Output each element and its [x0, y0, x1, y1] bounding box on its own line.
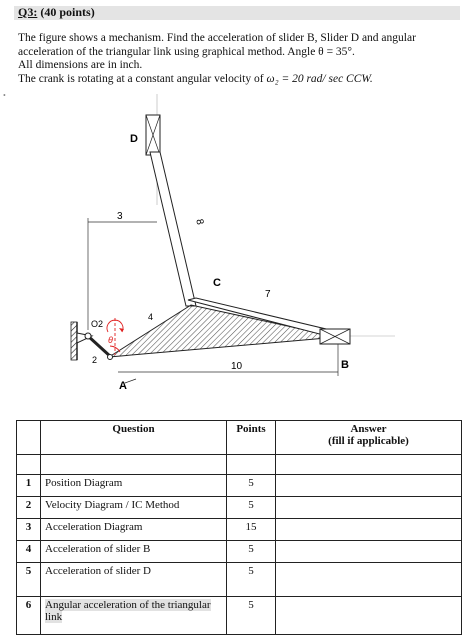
row-number: 6: [16, 596, 41, 635]
row-question: Angular acceleration of the triangular l…: [45, 599, 211, 623]
header-number-cell: [16, 420, 41, 455]
crank-o2a: [86, 334, 113, 359]
row-points: 5: [226, 562, 276, 597]
row-question: Velocity Diagram / IC Method: [40, 496, 227, 519]
triangular-link: [108, 304, 339, 358]
label-o2: O2: [91, 319, 103, 329]
row-number: 1: [16, 474, 41, 497]
table-row: 1 Position Diagram 5: [16, 474, 462, 497]
row-points: 5: [226, 540, 276, 563]
row-points: 15: [226, 518, 276, 541]
spacer-cell: [16, 454, 41, 475]
mechanism-figure: 3 D 8 C 7 4 B 10 O2 2 A θ: [70, 94, 395, 392]
dimension-label-3: 3: [117, 211, 123, 222]
grading-table: Question Points Answer (fill if applicab…: [16, 420, 462, 635]
question-title: Q3: (40 points): [18, 5, 95, 20]
header-answer-line-2: (fill if applicable): [328, 435, 409, 447]
dimension-label-10: 10: [231, 361, 243, 372]
label-theta: θ: [108, 335, 113, 345]
row-answer[interactable]: [275, 518, 462, 541]
spacer-cell: [275, 454, 462, 475]
dimension-label-8: 8: [193, 218, 205, 226]
table-row: 6 Angular acceleration of the triangular…: [16, 596, 462, 635]
omega-arrow-arc: [106, 319, 124, 333]
omega-expression: ω₂ = 20 rad/ sec CCW.: [266, 72, 373, 85]
dimension-label-7: 7: [265, 289, 271, 300]
slider-b-cross-2: [319, 328, 351, 345]
row-points: 5: [226, 474, 276, 497]
row-number: 3: [16, 518, 41, 541]
problem-line-1: The figure shows a mechanism. Find the a…: [18, 32, 416, 44]
label-a: A: [119, 380, 127, 392]
header-question: Question: [40, 420, 227, 455]
question-number: Q3:: [18, 5, 38, 19]
row-points: 5: [226, 596, 276, 635]
margin-mark: •: [3, 91, 6, 100]
omega-arrowhead: [119, 328, 124, 332]
pivot-o2: [84, 332, 92, 340]
row-number: 2: [16, 496, 41, 519]
table-row: 5 Acceleration of slider D 5: [16, 562, 462, 597]
problem-line-2: acceleration of the triangular link usin…: [18, 45, 355, 58]
row-question: Acceleration of slider D: [40, 562, 227, 597]
row-question: Position Diagram: [40, 474, 227, 497]
table-row: 4 Acceleration of slider B 5: [16, 540, 462, 563]
label-b: B: [341, 359, 349, 371]
spacer-cell: [40, 454, 227, 475]
link-dc: [149, 151, 197, 307]
row-answer[interactable]: [275, 496, 462, 519]
table-header-row: Question Points Answer (fill if applicab…: [16, 420, 462, 455]
ground-support: [70, 321, 78, 361]
spacer-cell: [226, 454, 276, 475]
slider-d-cross-2: [145, 114, 161, 156]
row-answer[interactable]: [275, 474, 462, 497]
problem-line-4-text: The crank is rotating at a constant angu…: [18, 72, 267, 85]
row-question: Acceleration of slider B: [40, 540, 227, 563]
row-number: 5: [16, 562, 41, 597]
row-number: 4: [16, 540, 41, 563]
header-answer-line-1: Answer: [350, 423, 387, 435]
header-answer: Answer (fill if applicable): [275, 420, 462, 455]
row-answer[interactable]: [275, 562, 462, 597]
problem-statement: The figure shows a mechanism. Find the a…: [18, 32, 458, 86]
label-d: D: [130, 133, 138, 145]
table-row: 3 Acceleration Diagram 15: [16, 518, 462, 541]
row-question-cell: Angular acceleration of the triangular l…: [40, 596, 227, 635]
dimension-label-2: 2: [92, 355, 97, 365]
problem-line-3: All dimensions are in inch.: [18, 59, 143, 71]
table-row: 2 Velocity Diagram / IC Method 5: [16, 496, 462, 519]
title-highlight-bar: [14, 6, 460, 20]
theta-arc: [109, 345, 121, 353]
problem-line-4: The crank is rotating at a constant angu…: [18, 73, 458, 87]
question-points: (40 points): [40, 5, 95, 19]
label-c: C: [213, 277, 221, 289]
row-question: Acceleration Diagram: [40, 518, 227, 541]
row-points: 5: [226, 496, 276, 519]
row-answer[interactable]: [275, 596, 462, 635]
label-a-leader: [124, 378, 137, 384]
spacer-row: [16, 454, 462, 475]
header-points: Points: [226, 420, 276, 455]
pin-a: [107, 354, 113, 360]
row-answer[interactable]: [275, 540, 462, 563]
dimension-label-4: 4: [148, 312, 153, 322]
